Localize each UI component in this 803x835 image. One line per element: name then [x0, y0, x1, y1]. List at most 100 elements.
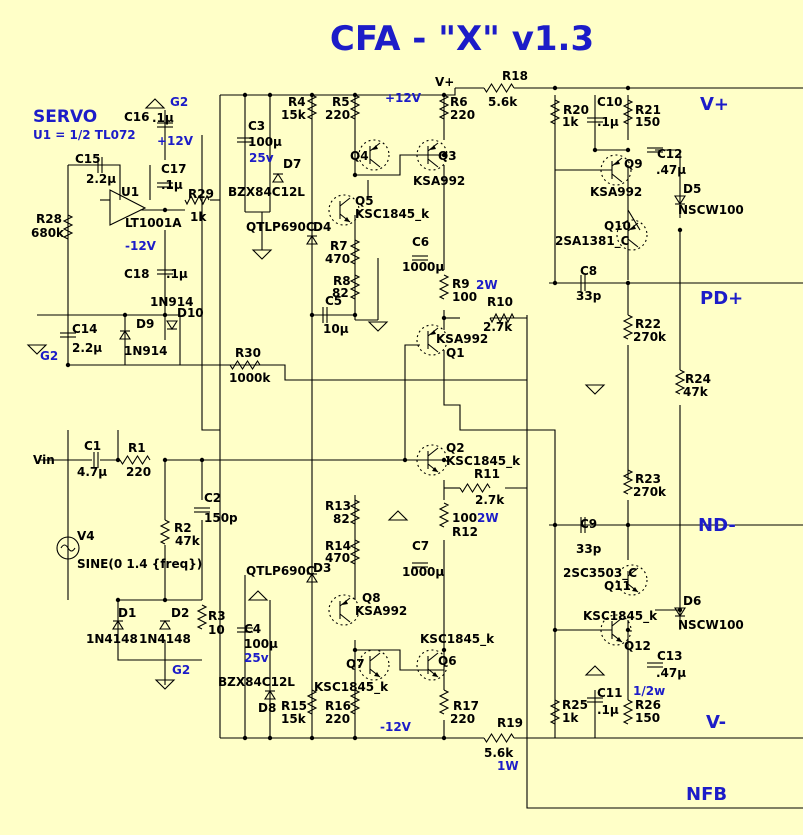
value-label-q12: KSC1845_k	[583, 609, 658, 624]
junction-dot	[352, 735, 358, 741]
ref-label-d10: D10	[177, 306, 204, 320]
value-label-r16: 220	[325, 712, 350, 726]
ref-label-r9: R9	[452, 277, 470, 291]
ground-icon	[251, 249, 273, 260]
wire	[355, 649, 444, 671]
zener-D8	[264, 689, 276, 700]
resistor-R13	[349, 499, 361, 525]
ref-label-r26: R26	[635, 698, 661, 712]
capacitor-C16	[157, 122, 173, 128]
capacitor-C2	[194, 507, 210, 513]
transistor-Q10	[616, 219, 648, 251]
resistor-R2	[159, 519, 171, 545]
capacitor-C10	[587, 117, 603, 123]
capacitor-C12	[647, 147, 663, 153]
capacitor-C6	[412, 255, 428, 261]
transistor-Q1	[416, 324, 448, 356]
value-label-r6: 220	[450, 108, 475, 122]
ref-label-c18: C18	[124, 267, 150, 281]
transistor-Q2	[416, 444, 448, 476]
junction-dot	[552, 85, 558, 91]
value-label-r2: 47k	[175, 534, 201, 548]
resistor-R5	[349, 94, 361, 120]
net-vplus: V+	[435, 75, 454, 89]
ground-icon	[584, 384, 606, 395]
ref-label-r12: R12	[452, 525, 478, 539]
rail-icon	[144, 98, 166, 109]
value-label-c3: 100µ	[248, 135, 282, 149]
junction-dot	[441, 647, 447, 653]
value-label-r11: 2.7k	[475, 493, 505, 507]
ref-label-c3: C3	[248, 119, 265, 133]
junction-dot	[625, 522, 631, 528]
value-label-r23: 270k	[633, 485, 667, 499]
net-g2-top: G2	[170, 95, 188, 109]
wire	[68, 164, 121, 200]
rail-icon	[247, 590, 269, 601]
ref-label-r6: R6	[450, 95, 468, 109]
value-label-q6: KSC1845_k	[420, 632, 495, 647]
ref-label-c6: C6	[412, 235, 429, 249]
ref-label-c2: C2	[204, 491, 221, 505]
resistor-R14	[349, 539, 361, 565]
value-label-d6: NSCW100	[678, 618, 744, 632]
net-g2-left: G2	[40, 349, 58, 363]
ref-label-q3: Q3	[438, 149, 457, 163]
junction-dot	[552, 627, 558, 633]
ref-label-v4: V4	[77, 529, 95, 543]
page-title: CFA - "X" v1.3	[330, 19, 594, 59]
junction-dot	[625, 280, 631, 286]
junction-dot	[625, 627, 631, 633]
capacitor-C13	[647, 662, 663, 668]
wire	[526, 315, 803, 809]
diode-D1	[112, 619, 124, 630]
capacitor-C17	[157, 182, 173, 188]
value-label-r28: 680k	[31, 226, 65, 240]
ref-label-q10: Q10	[604, 219, 631, 233]
ref-label-r16: R16	[325, 699, 351, 713]
value-label-c10: .1µ	[597, 115, 619, 129]
net-g2-bottom: G2	[172, 663, 190, 677]
voltage-source-V4	[56, 536, 80, 560]
ref-label-c10: C10	[597, 95, 623, 109]
ref-label-c13: C13	[657, 649, 683, 663]
value-label-c11: .1µ	[597, 703, 619, 717]
diode-D10	[166, 320, 178, 331]
junction-dot	[267, 92, 273, 98]
value-label-c6: 1000µ	[402, 260, 444, 274]
capacitor-C8	[580, 275, 586, 291]
resistor-R22	[622, 314, 634, 340]
capacitor-C4	[237, 627, 253, 633]
ref-label-r7: R7	[330, 239, 348, 253]
ref-label-d4: D4	[313, 220, 331, 234]
note-c3: 25v	[249, 151, 274, 165]
net-p12-servo: +12V	[157, 134, 194, 148]
value-label-r25: 1k	[562, 711, 579, 725]
resistor-R29	[184, 194, 210, 206]
junction-dot	[625, 85, 631, 91]
value-label-r12: 100	[452, 511, 477, 525]
value-label-r7: 470	[325, 252, 350, 266]
value-label-r8: 82	[332, 286, 349, 300]
wire	[443, 350, 556, 738]
led-D4	[306, 234, 318, 245]
resistor-R3	[196, 604, 208, 630]
led-D3	[306, 572, 318, 583]
resistor-R30	[229, 359, 261, 371]
value-label-r18: 5.6k	[488, 95, 518, 109]
ref-label-q7: Q7	[346, 657, 365, 671]
junction-dot	[677, 227, 683, 233]
junction-dot	[162, 207, 168, 213]
ground-icon	[154, 679, 176, 690]
ref-label-c11: C11	[597, 686, 623, 700]
ref-label-r24: R24	[685, 372, 711, 386]
resistor-R21	[622, 99, 634, 125]
value-label-q7: KSC1845_k	[314, 680, 389, 695]
value-label-q3: KSA992	[413, 174, 465, 188]
transistor-Q12	[600, 614, 632, 646]
junction-dot	[441, 92, 447, 98]
servo-subtitle: U1 = 1/2 TL072	[33, 128, 136, 142]
junction-dot	[267, 735, 273, 741]
ref-label-r8: R8	[333, 274, 351, 288]
